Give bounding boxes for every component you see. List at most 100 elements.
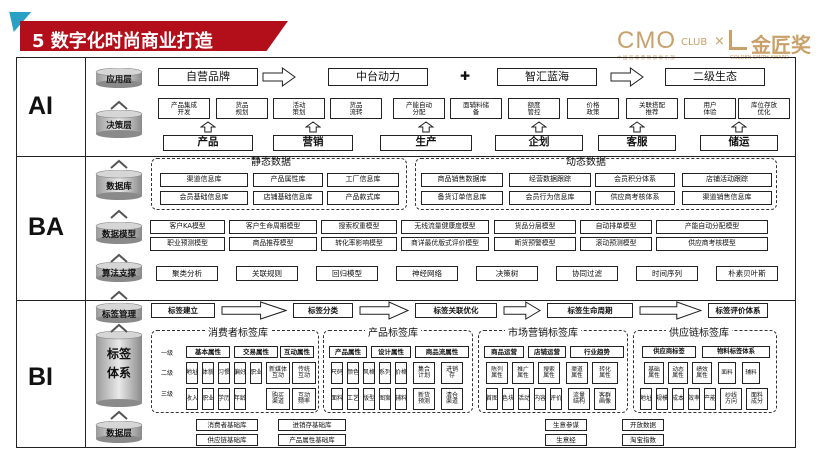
level-label: 一级 [161, 350, 174, 357]
static-db-item: 渠道信息库 [160, 173, 248, 187]
supply-l1-tag: 供应商标签 [642, 346, 696, 358]
arrow-right-icon [610, 67, 644, 87]
layer-app: 应用层 [95, 68, 143, 88]
tier-frame [16, 57, 796, 448]
marketing-l3-tag: 首图 [486, 388, 498, 410]
model-item: 自动排单模型 [580, 220, 652, 234]
supply-l3-tag: 地址 [640, 388, 652, 410]
decision-item: 价格 政策 [567, 98, 619, 119]
app-item: 中台动力 [328, 68, 428, 86]
algorithm-item: 神经网络 [396, 266, 458, 281]
marketing-library-title: 市场营销标签库 [505, 329, 581, 339]
product-l3-tag: 新货 预测 [413, 388, 435, 410]
model-item: 客户生命周期模型 [229, 220, 317, 234]
arrow-right-icon [221, 301, 287, 320]
decision-category: 营销 [273, 135, 353, 151]
decision-item: 关联搭配 推荐 [626, 98, 678, 119]
layer-model-label: 数据模型 [101, 230, 136, 240]
product-l3-tag: 版型 [363, 388, 375, 410]
layer-chevron-icon [110, 100, 128, 110]
static-db-item: 产品属性库 [253, 173, 323, 187]
layer-chevron-icon [110, 253, 128, 263]
marketing-l3-tag: 客群 画像 [594, 388, 616, 410]
static-data-group [151, 158, 407, 210]
decision-category: 产品 [163, 135, 253, 151]
tag-mgmt-item: 标签建立 [151, 303, 215, 318]
decision-category: 客服 [598, 135, 676, 151]
arrow-up-icon [629, 121, 645, 133]
layer-tagsys-label: 标签 体系 [106, 347, 131, 381]
supply-l2-tag: 动态 属性 [668, 362, 688, 384]
layer-algo: 算法支撑 [95, 262, 143, 282]
tier-divider-1 [16, 156, 796, 157]
consumer-l1-tag: 互动属性 [280, 346, 314, 358]
dynamic-db-item: 渠道销售信息库 [682, 191, 772, 205]
gold-smith-icon [729, 30, 747, 50]
product-l3-tag: 辅料 [395, 388, 407, 410]
product-l2-tag: 尺码 [331, 362, 343, 384]
level-label: 二级 [161, 370, 174, 377]
tier-ai: AI [28, 92, 53, 120]
consumer-l1-tag: 交易属性 [234, 346, 278, 358]
arrow-right-icon [503, 301, 541, 320]
decision-category: 企划 [495, 135, 583, 151]
decision-category: 生产 [380, 135, 472, 151]
algorithm-item: 时间序列 [636, 266, 698, 281]
product-l3-tag: 面料 [331, 388, 343, 410]
decision-category: 储运 [700, 135, 778, 151]
arrow-up-icon [418, 121, 434, 133]
level-label: 三级 [161, 391, 174, 398]
decision-item: 货品 规划 [216, 98, 268, 119]
static-db-item: 店铺基础信息库 [253, 191, 323, 205]
consumer-l3-tag: 互动 频率 [292, 388, 316, 410]
consumer-l1-tag: 基本属性 [186, 346, 230, 358]
marketing-l3-tag: 活动 [518, 388, 530, 410]
consumer-l3-tag: 学历 [218, 388, 230, 410]
arrow-up-icon [305, 121, 321, 133]
data-source-external: 淘宝指数 [622, 434, 664, 446]
decision-item: 货品 流转 [330, 98, 382, 119]
marketing-l1-tag: 店铺运营 [528, 346, 566, 358]
consumer-l2-tag: 地址 [186, 362, 198, 384]
dynamic-db-item: 会员积分体系 [595, 173, 675, 187]
consumer-l2-tag: 新媒体 互动 [266, 362, 290, 384]
dynamic-db-item: 供应商考核体系 [595, 191, 675, 205]
product-l2-tag: 进销 存 [441, 362, 463, 384]
arrow-right-icon [262, 67, 296, 87]
layer-datalayer-label: 数据层 [106, 429, 132, 439]
layer-tagmgmt-label: 标签管理 [101, 310, 136, 320]
dynamic-db-item: 会员行为信息库 [509, 191, 591, 205]
consumer-l2-tag: 传统 互动 [292, 362, 316, 384]
decision-item: 额度 管控 [508, 98, 560, 119]
product-l3-tag: 图案 [379, 388, 391, 410]
supply-l3-tag: 成本 [672, 388, 684, 410]
layer-algo-label: 算法支撑 [101, 269, 136, 279]
consumer-l3-tag: 职业 [202, 388, 214, 410]
layer-db: 数据库 [95, 170, 143, 200]
decision-item: 面辅料储 备 [450, 98, 502, 119]
layer-db-label: 数据库 [106, 182, 132, 192]
data-source-base: 进销存基础库 [278, 419, 346, 431]
layer-decision: 决策层 [95, 110, 143, 138]
data-source-base: 消费者基础库 [196, 419, 258, 431]
tier-divider-2 [16, 300, 796, 301]
dynamic-db-item: 经营数据跟踪 [509, 173, 591, 187]
tag-mgmt-item: 标签生命周期 [547, 303, 633, 318]
algorithm-item: 回归模型 [316, 266, 378, 281]
static-db-item: 会员基础信息库 [160, 191, 248, 205]
product-l1-tag: 商品流属性 [415, 346, 469, 358]
dynamic-db-item: 备货订单信息库 [421, 191, 503, 205]
model-item: 商详最优版式评价模型 [401, 237, 489, 251]
product-l2-tag: 风格 [363, 362, 375, 384]
algorithm-item: 关联规则 [236, 266, 298, 281]
consumer-l2-tag: 职业 [250, 362, 262, 384]
data-source-base: 产品属性基础库 [278, 434, 346, 446]
model-item: 客户KA模型 [150, 220, 225, 234]
layer-chevron-icon [110, 410, 128, 420]
marketing-l3-tag: 流量 结构 [568, 388, 590, 410]
layer-tagsys: 标签 体系 [95, 331, 143, 407]
marketing-l3-tag: 色块 [502, 388, 514, 410]
layer-model: 数据模型 [95, 222, 143, 244]
arrow-up-icon [200, 121, 216, 133]
supply-l1-tag: 物料标签体系 [702, 346, 770, 358]
